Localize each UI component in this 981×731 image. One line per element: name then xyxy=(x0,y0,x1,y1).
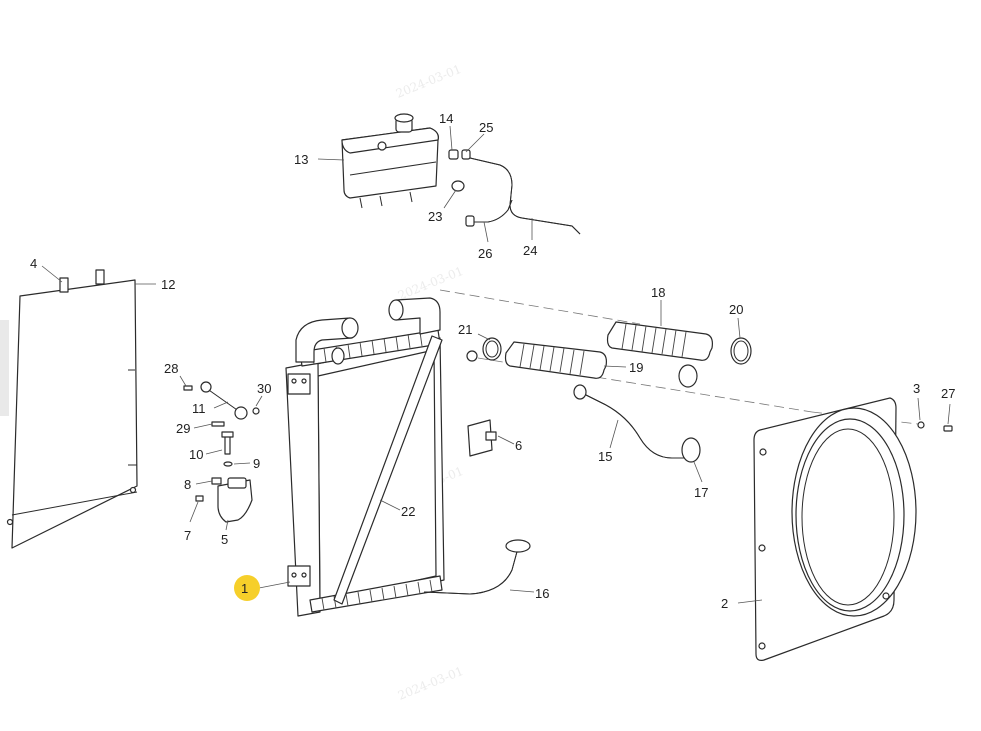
part-9-washer[interactable] xyxy=(223,461,233,467)
callout-21[interactable]: 21 xyxy=(458,322,472,337)
part-19-corrugated-hose[interactable] xyxy=(504,341,607,379)
part-10-bolt[interactable] xyxy=(221,431,234,455)
selected-part-highlight[interactable] xyxy=(234,575,260,601)
part-30-nut[interactable] xyxy=(252,407,260,415)
part-27-bolt[interactable] xyxy=(943,425,953,432)
callout-23[interactable]: 23 xyxy=(428,209,442,224)
part-14-fitting[interactable] xyxy=(448,149,459,160)
callout-11[interactable]: 11 xyxy=(192,401,206,416)
watermark: 2024-03-01 xyxy=(396,264,465,303)
part-13-expansion-tank[interactable] xyxy=(341,113,439,209)
part-2-fan-shroud[interactable] xyxy=(753,397,917,661)
callout-5[interactable]: 5 xyxy=(221,532,228,547)
callout-20[interactable]: 20 xyxy=(729,302,743,317)
part-17-clamp[interactable] xyxy=(681,437,701,463)
callout-19[interactable]: 19 xyxy=(629,360,643,375)
callout-17[interactable]: 17 xyxy=(694,485,708,500)
callout-2[interactable]: 2 xyxy=(721,596,728,611)
part-29-bolt[interactable] xyxy=(211,421,225,427)
callout-22[interactable]: 22 xyxy=(401,504,415,519)
callout-27[interactable]: 27 xyxy=(941,386,955,401)
part-12-shroud-panel[interactable] xyxy=(6,269,138,549)
part-28-bolt[interactable] xyxy=(183,385,193,391)
callout-7[interactable]: 7 xyxy=(184,528,191,543)
part-7-screw[interactable] xyxy=(195,495,204,502)
callout-9[interactable]: 9 xyxy=(253,456,260,471)
part-1-radiator[interactable] xyxy=(285,297,478,617)
part-25-fitting[interactable] xyxy=(461,149,471,160)
callout-14[interactable]: 14 xyxy=(439,111,453,126)
callout-13[interactable]: 13 xyxy=(294,152,308,167)
part-21-clamp[interactable] xyxy=(482,337,502,361)
callout-6[interactable]: 6 xyxy=(515,438,522,453)
part-18-corrugated-hose[interactable] xyxy=(606,321,713,361)
callout-26[interactable]: 26 xyxy=(478,246,492,261)
left-edge-tab xyxy=(0,320,9,416)
hose-clamp[interactable] xyxy=(678,364,698,388)
part-3-washer[interactable] xyxy=(917,421,925,429)
part-20-clamp[interactable] xyxy=(730,337,752,365)
callout-18[interactable]: 18 xyxy=(651,285,665,300)
part-24-hose[interactable] xyxy=(469,157,581,235)
callout-16[interactable]: 16 xyxy=(535,586,549,601)
callout-3[interactable]: 3 xyxy=(913,381,920,396)
part-6-bracket[interactable] xyxy=(467,419,497,457)
callout-4[interactable]: 4 xyxy=(30,256,37,271)
callout-25[interactable]: 25 xyxy=(479,120,493,135)
callout-24[interactable]: 24 xyxy=(523,243,537,258)
watermark: 2024-03-01 xyxy=(394,62,463,101)
callout-30[interactable]: 30 xyxy=(257,381,271,396)
part-8-nut[interactable] xyxy=(211,477,222,485)
part-16-lower-pipe[interactable] xyxy=(423,539,531,595)
callout-labels: 1 2 3 4 5 6 7 8 9 10 11 12 13 14 15 16 1… xyxy=(30,111,955,611)
callout-28[interactable]: 28 xyxy=(164,361,178,376)
part-15-pipe[interactable] xyxy=(573,384,684,459)
callout-8[interactable]: 8 xyxy=(184,477,191,492)
part-23-clamp[interactable] xyxy=(451,180,465,192)
part-11-stay-rod[interactable] xyxy=(200,381,248,420)
part-5-mount[interactable] xyxy=(217,477,253,523)
callout-1[interactable]: 1 xyxy=(241,581,248,596)
callout-10[interactable]: 10 xyxy=(189,447,203,462)
callout-29[interactable]: 29 xyxy=(176,421,190,436)
callout-12[interactable]: 12 xyxy=(161,277,175,292)
part-26-hose[interactable] xyxy=(465,199,513,227)
watermark: 2024-03-01 xyxy=(396,664,465,703)
callout-15[interactable]: 15 xyxy=(598,449,612,464)
leader-lines xyxy=(41,125,951,604)
